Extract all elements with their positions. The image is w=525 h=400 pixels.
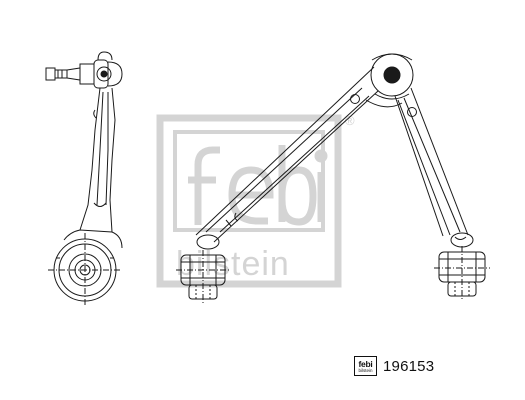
watermark-registered-mark: ® [345,113,355,128]
rear-arm [394,87,469,240]
watermark-logo: ® bilstein [156,113,355,288]
ball-joint-stud [45,51,123,89]
watermark-frame-outer [156,114,342,288]
top-view-drawing [176,53,490,304]
arm-web [365,99,403,108]
front-arm [195,66,379,243]
side-arm-body [79,87,116,233]
side-view-drawing [45,51,123,307]
front-bushing [176,234,230,304]
febi-bilstein-logo: febi bilstein [354,356,377,376]
logo-subword: bilstein [358,368,373,373]
apex-ball-joint [370,53,414,100]
watermark-brand-name: bilstein [176,245,290,283]
rear-bushing [434,232,490,301]
watermark-febi-glyphs [188,145,328,226]
part-number: 196153 [383,357,435,375]
logo-word: febi [358,359,373,369]
part-number-block: febi bilstein 196153 [354,355,434,377]
side-bushing [48,229,123,307]
